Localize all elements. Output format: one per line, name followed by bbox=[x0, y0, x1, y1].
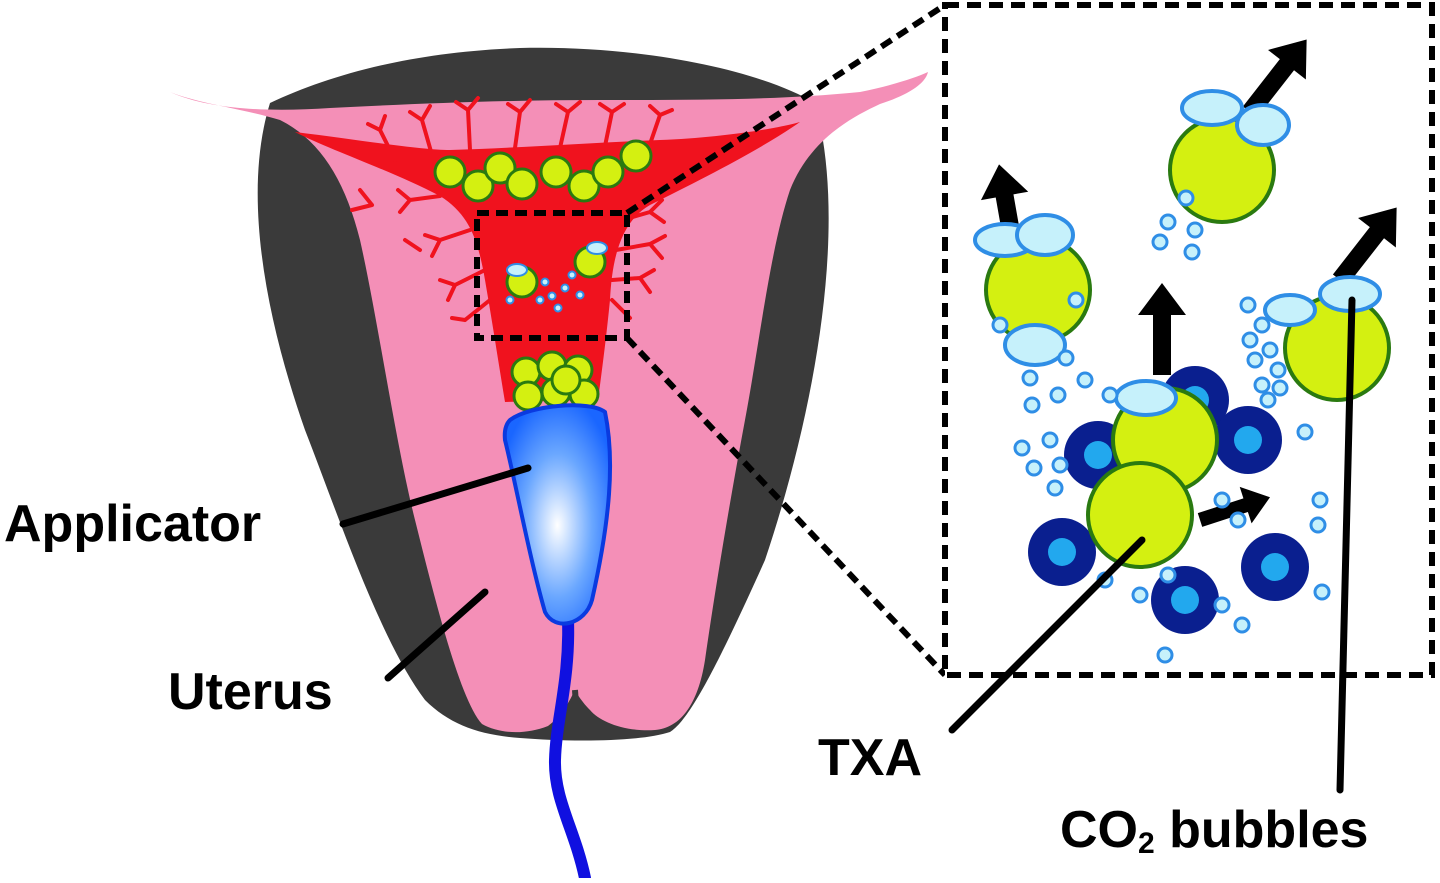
label-co2-bubbles: CO2 bubbles bbox=[1060, 804, 1368, 859]
leader-applicator bbox=[339, 464, 532, 528]
blood-vessels bbox=[350, 96, 674, 322]
mini-txa-particles bbox=[505, 241, 608, 313]
label-txa: TXA bbox=[818, 729, 922, 787]
txa-spheres bbox=[984, 116, 1391, 569]
zoom-connector-top bbox=[625, 2, 947, 216]
txa-particles-top bbox=[433, 139, 653, 203]
leader-uterus bbox=[384, 588, 489, 682]
uterus-illustration bbox=[170, 47, 928, 883]
label-uterus: Uterus bbox=[168, 663, 333, 721]
leader-txa bbox=[948, 536, 1146, 734]
leader-co2 bbox=[1336, 296, 1356, 794]
label-applicator: Applicator bbox=[4, 495, 262, 553]
label-co2-rest: bubbles bbox=[1154, 801, 1369, 859]
catheter-tube bbox=[548, 614, 591, 883]
zoom-connector-bottom bbox=[624, 335, 948, 678]
leader-lines bbox=[339, 296, 1356, 794]
txa-cluster-cervix bbox=[510, 350, 600, 412]
label-co2-sub: 2 bbox=[1138, 827, 1155, 860]
applicator-device bbox=[502, 403, 613, 626]
label-co2-main: CO bbox=[1060, 801, 1138, 859]
zoom-detail-scene bbox=[973, 24, 1416, 664]
co2-large-bubbles bbox=[973, 89, 1382, 417]
zoom-source-box bbox=[474, 210, 630, 341]
uterus-split bbox=[572, 689, 581, 736]
bleeding-cavity bbox=[295, 122, 800, 402]
